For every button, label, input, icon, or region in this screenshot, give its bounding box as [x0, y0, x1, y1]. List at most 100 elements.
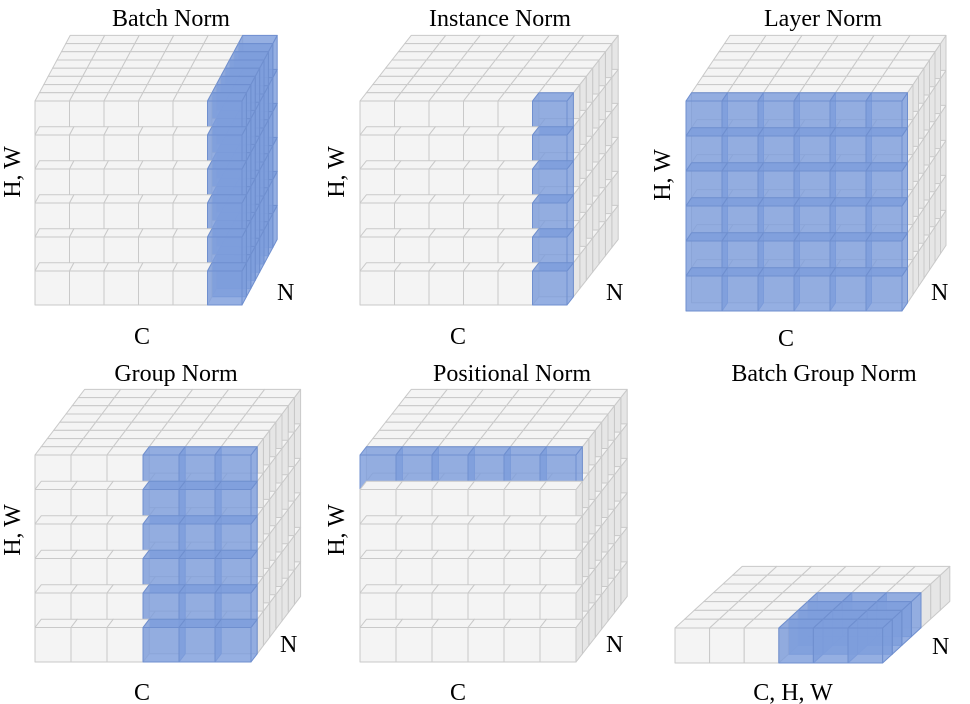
grid-cell-face	[142, 584, 186, 594]
grid-cell-face	[34, 549, 78, 559]
grid-cell-face	[142, 515, 186, 525]
grid-cell-face	[179, 397, 223, 407]
grid-cell-face	[503, 515, 547, 525]
grid-cell-face	[544, 75, 587, 86]
grid-cell-face	[172, 262, 213, 272]
grid-cell-face	[529, 413, 573, 423]
grid-cell-face	[444, 429, 488, 440]
grid-cell-face	[245, 405, 289, 415]
grid-cell-face	[499, 405, 543, 415]
grid-cell-face	[826, 43, 869, 53]
grid-cell-face	[532, 194, 574, 204]
grid-cell-face	[431, 446, 475, 456]
grid-cell-face	[116, 67, 157, 77]
grid-cell-face	[394, 194, 436, 204]
grid-cell-face	[161, 421, 205, 431]
grid-cell-face	[538, 84, 581, 94]
grid-cell-face	[359, 228, 402, 238]
grid-cell-face	[129, 43, 170, 53]
grid-cell-face	[428, 160, 471, 170]
grid-cell-face	[395, 446, 439, 456]
grid-cell-face	[149, 388, 194, 399]
grid-cell-face	[503, 618, 547, 628]
grid-cell-face	[457, 413, 501, 423]
grid-cell-face	[467, 627, 505, 663]
grid-cell-face	[138, 270, 174, 306]
grid-cell-face	[707, 59, 750, 69]
grid-cell-face	[865, 127, 908, 137]
grid-cell-face	[221, 388, 266, 399]
grid-cell-face	[47, 67, 88, 77]
grid-cell-face	[395, 627, 433, 663]
grid-cell-face	[359, 480, 403, 490]
grid-cell-face	[428, 92, 471, 102]
grid-cell-face	[207, 194, 247, 204]
grid-cell-face	[103, 160, 144, 170]
grid-cell-face	[184, 438, 228, 448]
grid-cell-face	[696, 75, 739, 86]
grid-cell-face	[404, 34, 447, 45]
grid-cell-face	[34, 194, 75, 204]
grid-cell-face	[167, 413, 211, 423]
grid-cell-face	[467, 446, 511, 456]
grid-cell-face	[34, 446, 78, 456]
cube-positional-norm	[359, 388, 628, 663]
grid-cell-face	[473, 34, 516, 45]
grid-cell-face	[359, 618, 403, 628]
grid-cell-face	[497, 126, 540, 136]
grid-cell-face	[463, 270, 499, 306]
panel-group-norm: Group Norm H, W C N	[0, 361, 302, 704]
grid-cell-face	[215, 75, 256, 86]
grid-cell-face	[413, 67, 456, 77]
grid-cell-face	[440, 388, 484, 399]
axis-label-n: N	[606, 280, 623, 306]
grid-cell-face	[539, 446, 583, 456]
grid-cell-face	[101, 405, 145, 415]
grid-cell-face	[898, 43, 941, 53]
grid-cell-face	[34, 262, 75, 272]
grid-cell-face	[431, 515, 475, 525]
grid-cell-face	[73, 84, 114, 94]
panel-layer-norm: Layer Norm H, W C N	[650, 6, 948, 352]
grid-cell-face	[394, 228, 436, 238]
grid-cell-face	[391, 51, 434, 61]
grid-cell-face	[790, 43, 833, 53]
grid-cell-face	[359, 160, 402, 170]
grid-cell-face	[224, 59, 265, 69]
grid-cell-face	[207, 92, 247, 102]
grid-cell-face	[178, 446, 222, 456]
grid-cell-face	[397, 43, 440, 53]
grid-cell-face	[198, 43, 239, 53]
grid-cell-face	[138, 92, 178, 102]
grid-cell-face	[137, 405, 181, 415]
grid-cell-face	[214, 549, 258, 559]
grid-cell-face	[121, 59, 161, 69]
axis-label-hw: H, W	[324, 504, 350, 556]
grid-cell-face	[428, 262, 471, 272]
grid-cell-face	[497, 270, 533, 306]
grid-cell-face	[164, 43, 205, 53]
grid-cell-face	[178, 480, 222, 490]
grid-cell-face	[793, 232, 836, 242]
cube-batch-group-norm	[674, 565, 951, 664]
panel-batch-group-norm: Batch Group Norm C, H, W N	[674, 361, 951, 704]
grid-cell-face	[142, 618, 186, 628]
grid-cell-face	[394, 160, 436, 170]
grid-cell-face	[89, 421, 133, 431]
grid-cell-face	[397, 397, 442, 407]
axis-label-n: N	[280, 632, 297, 658]
grid-cell-face	[172, 270, 208, 306]
cube-group-norm	[34, 388, 302, 663]
grid-cell-face	[103, 126, 144, 136]
grid-cell-face	[428, 270, 464, 306]
grid-cell-face	[691, 84, 734, 94]
axis-label-c: C	[778, 326, 794, 352]
grid-cell-face	[414, 421, 459, 431]
grid-cell-face	[685, 162, 728, 172]
grid-cell-face	[106, 515, 150, 525]
grid-cell-face	[237, 34, 278, 45]
grid-cell-face	[69, 228, 109, 238]
grid-cell-face	[69, 262, 109, 272]
grid-cell-face	[541, 397, 586, 407]
